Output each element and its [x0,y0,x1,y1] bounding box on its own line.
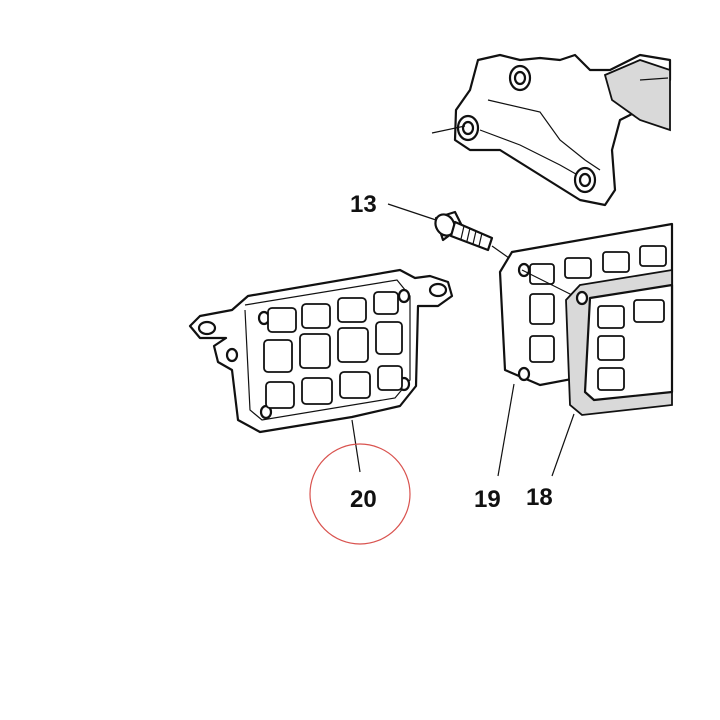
reed-block-cells [529,245,667,363]
manifold-housing [431,53,672,207]
leader-line-18 [551,413,575,477]
callout-19: 19 [474,486,501,513]
leader-line-20 [351,419,361,473]
leader-line-19 [497,383,515,477]
reed-block-plate-20 [188,268,454,434]
gasket-18 [565,268,674,416]
plate-cells [263,291,403,409]
bolt [387,203,527,271]
highlight-circle [309,443,411,545]
callout-20: 20 [350,486,377,513]
callout-13: 13 [350,191,377,218]
callout-18: 18 [526,484,553,511]
